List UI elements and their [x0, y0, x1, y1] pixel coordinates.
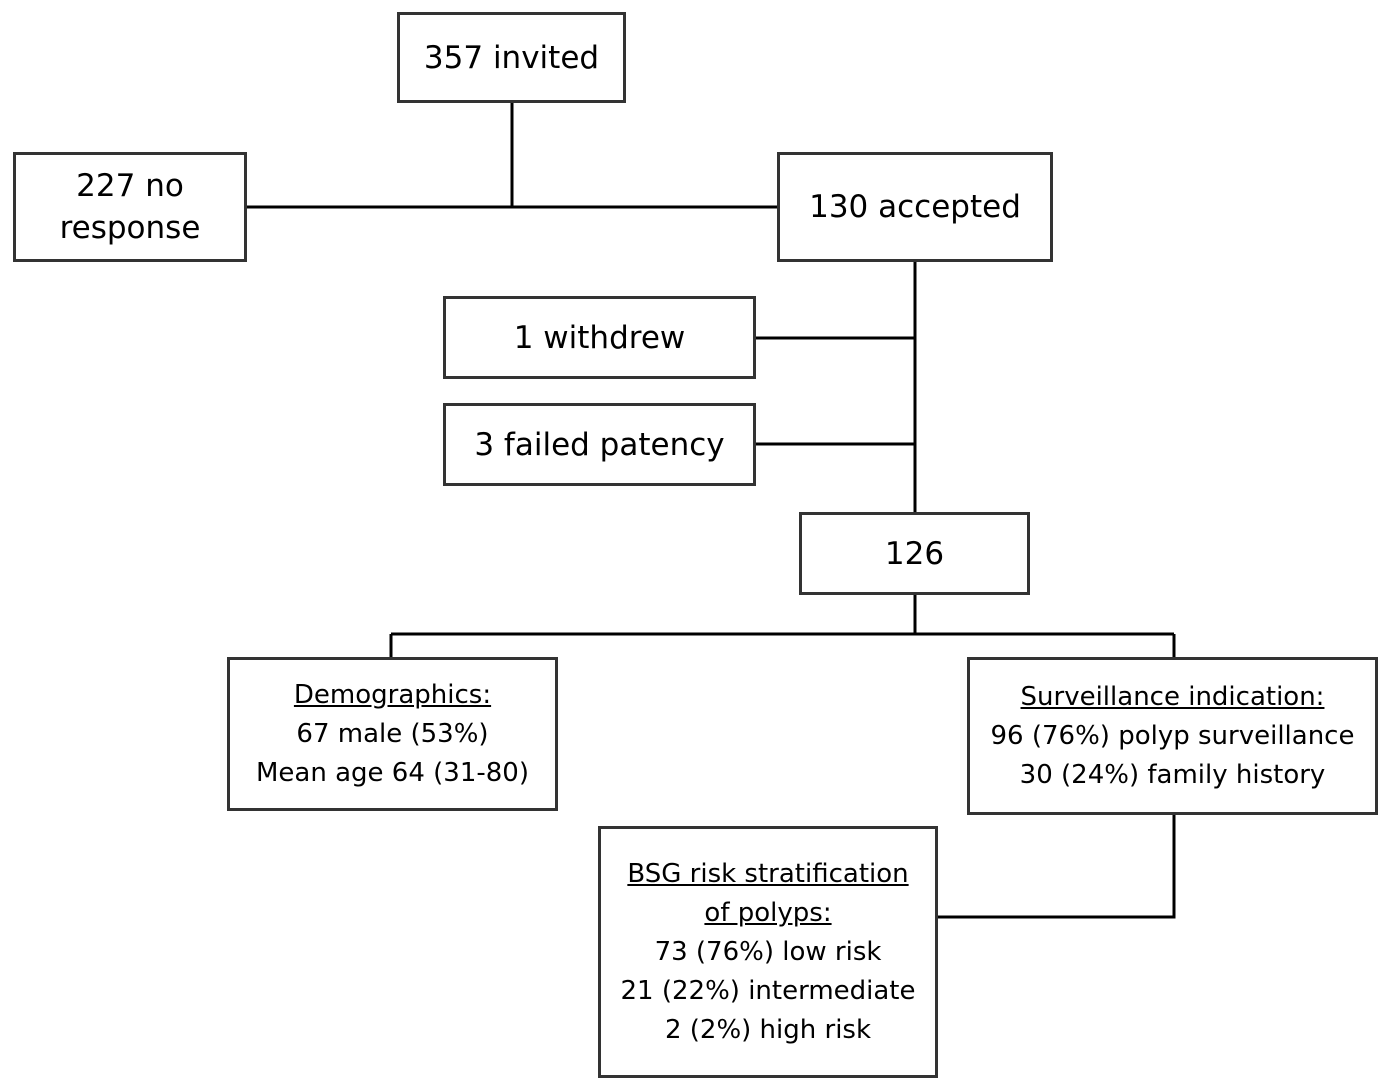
surveillance-heading: Surveillance indication:	[1020, 681, 1325, 712]
surveillance-line-2: 30 (24%) family history	[1019, 759, 1326, 790]
demographics-heading: Demographics:	[293, 679, 492, 710]
failed-patency-label: 3 failed patency	[474, 426, 725, 463]
demographics-line-2: Mean age 64 (31-80)	[256, 757, 529, 788]
bsg-line-high: 2 (2%) high risk	[664, 1014, 872, 1045]
no-response-line-1: 227 no	[76, 168, 184, 204]
failed-patency-box: 3 failed patency	[443, 403, 756, 486]
invited-label: 357 invited	[423, 39, 600, 76]
bsg-heading-line-1: BSG risk stratification	[627, 858, 909, 889]
demographics-line-1: 67 male (53%)	[296, 718, 489, 749]
total-box: 126	[799, 512, 1030, 595]
withdrew-box: 1 withdrew	[443, 296, 756, 379]
demographics-box: Demographics: 67 male (53%) Mean age 64 …	[227, 657, 558, 811]
no-response-box: 227 no response	[13, 152, 247, 262]
connector-surveillance-bsg	[937, 814, 1176, 919]
bsg-heading-line-2: of polyps:	[704, 897, 832, 928]
total-label: 126	[884, 535, 945, 572]
surveillance-line-1: 96 (76%) polyp surveillance	[990, 720, 1355, 751]
bsg-risk-box: BSG risk stratification of polyps: 73 (7…	[598, 826, 938, 1078]
invited-box: 357 invited	[397, 12, 626, 103]
surveillance-box: Surveillance indication: 96 (76%) polyp …	[967, 657, 1378, 815]
bsg-line-intermediate: 21 (22%) intermediate	[620, 975, 916, 1006]
accepted-box: 130 accepted	[777, 152, 1053, 262]
no-response-line-2: response	[59, 210, 201, 246]
bsg-line-low: 73 (76%) low risk	[654, 936, 882, 967]
withdrew-label: 1 withdrew	[513, 319, 686, 356]
accepted-label: 130 accepted	[809, 189, 1021, 225]
